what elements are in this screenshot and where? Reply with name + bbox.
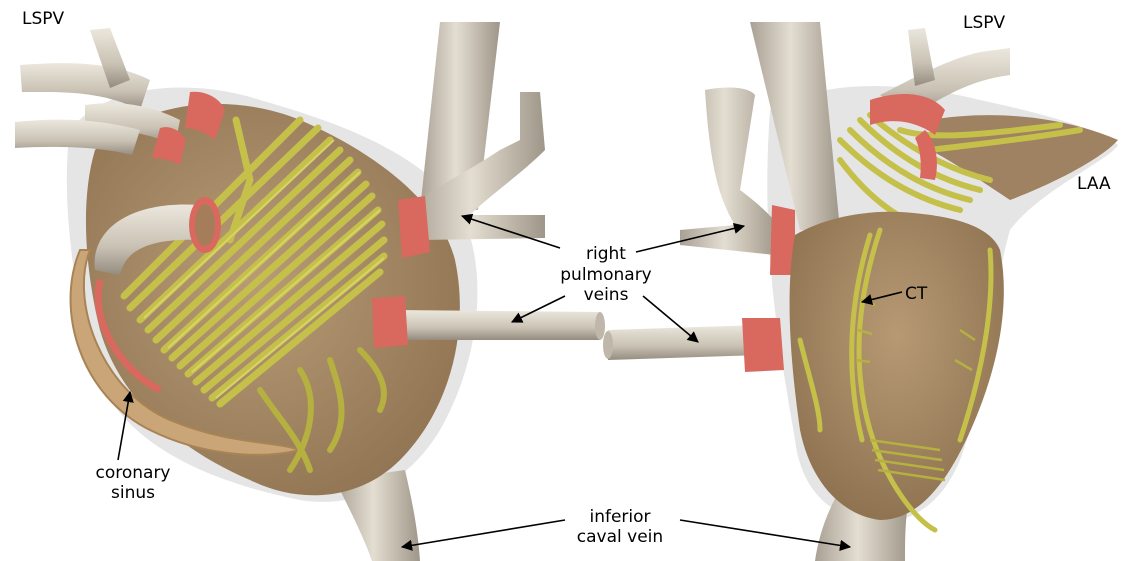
right-svc (750, 22, 840, 230)
label-cs-line1: coronary (95, 463, 170, 483)
label-rpv-line1: right (586, 244, 626, 264)
label-icv-line2: caval vein (577, 527, 663, 547)
right-view (603, 22, 1118, 561)
label-rpv-line3: veins (584, 285, 629, 305)
label-rpv-line2: pulmonary (560, 265, 652, 285)
label-lspv-right: LSPV (963, 13, 1006, 33)
label-laa: LAA (1077, 174, 1111, 194)
label-icv-line1: inferior (589, 507, 650, 527)
label-cs-line2: sinus (111, 483, 155, 503)
label-ct: CT (905, 284, 928, 304)
left-lspv (20, 63, 150, 110)
left-rpv-lower (395, 310, 600, 340)
arrow-icv-left (402, 520, 565, 547)
label-lspv-left: LSPV (22, 9, 65, 29)
